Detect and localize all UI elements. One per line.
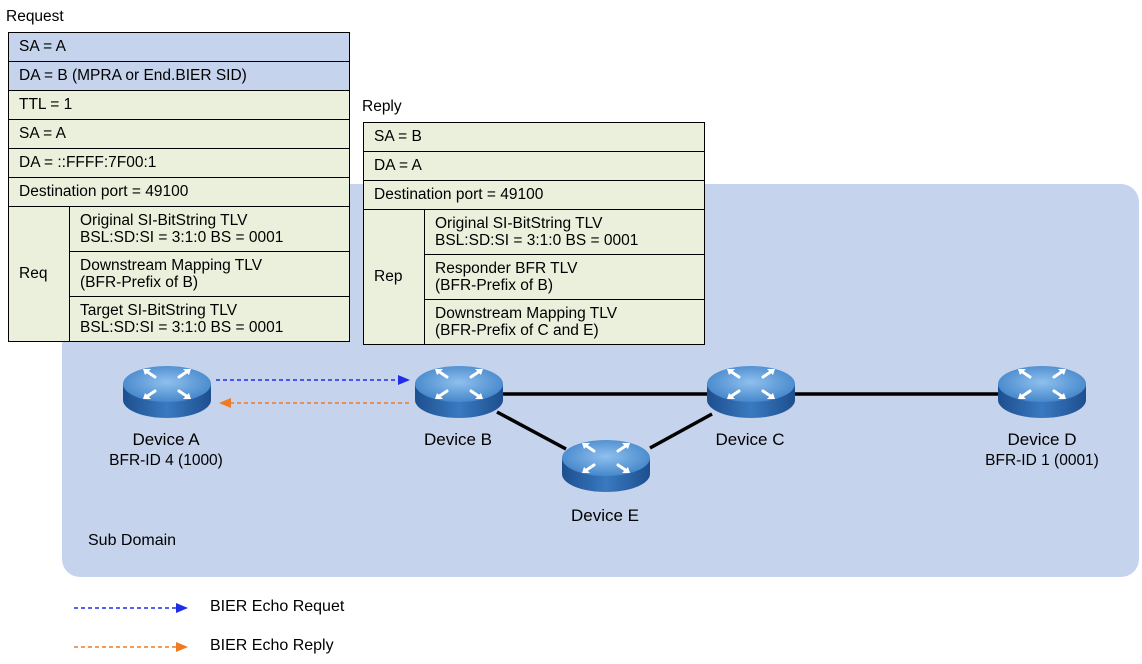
router-icon [705, 364, 797, 420]
reply-tlv: Original SI-BitString TLV BSL:SD:SI = 3:… [423, 209, 706, 255]
reply-row: Destination port = 49100 [362, 180, 706, 210]
tlv-name: Responder BFR TLV [435, 260, 578, 277]
tlv-detail: (BFR-Prefix of C and E) [435, 322, 599, 339]
tlv-name: Original SI-BitString TLV [435, 215, 603, 232]
tlv-detail: (BFR-Prefix of B) [435, 277, 553, 294]
request-title: Request [6, 8, 64, 25]
reply-title: Reply [362, 98, 402, 115]
request-row: SA = A [7, 32, 351, 62]
tlv-name: Downstream Mapping TLV [80, 257, 263, 274]
reply-tlv: Downstream Mapping TLV (BFR-Prefix of C … [423, 299, 706, 345]
request-row: TTL = 1 [7, 90, 351, 120]
reply-row: DA = A [362, 151, 706, 181]
router-icon [121, 364, 213, 420]
router-icon [413, 364, 505, 420]
sub-domain-label: Sub Domain [88, 532, 177, 549]
tlv-detail: BSL:SD:SI = 3:1:0 BS = 0001 [80, 319, 284, 336]
request-tlv: Target SI-BitString TLV BSL:SD:SI = 3:1:… [68, 296, 351, 342]
device-e-name: Device E [570, 506, 640, 525]
request-side-label: Req [8, 206, 70, 342]
device-c-name: Device C [715, 430, 785, 449]
legend-reply-label: BIER Echo Reply [210, 637, 334, 654]
request-tlv: Original SI-BitString TLV BSL:SD:SI = 3:… [68, 206, 351, 252]
request-packet: SA = A DA = B (MPRA or End.BIER SID) TTL… [7, 32, 351, 342]
reply-tlv: Responder BFR TLV (BFR-Prefix of B) [423, 254, 706, 300]
link-b-e [496, 410, 567, 451]
device-a-bfr-id: BFR-ID 4 (1000) [109, 452, 223, 469]
reply-row: SA = B [362, 122, 706, 152]
request-row: Destination port = 49100 [7, 177, 351, 207]
tlv-detail: BSL:SD:SI = 3:1:0 BS = 0001 [435, 232, 639, 249]
device-b-name: Device B [423, 430, 493, 449]
reply-packet: SA = B DA = A Destination port = 49100 R… [362, 122, 706, 345]
tlv-detail: BSL:SD:SI = 3:1:0 BS = 0001 [80, 229, 284, 246]
request-tlv: Downstream Mapping TLV (BFR-Prefix of B) [68, 251, 351, 297]
reply-arrow-head [219, 398, 231, 408]
router-icon [560, 438, 652, 494]
request-row: SA = A [7, 119, 351, 149]
legend-reply-arrowhead [176, 642, 188, 652]
tlv-name: Original SI-BitString TLV [80, 212, 248, 229]
legend-request-arrowhead [176, 603, 188, 613]
device-d-name: Device D [1007, 430, 1077, 449]
tlv-name: Target SI-BitString TLV [80, 302, 238, 319]
tlv-detail: (BFR-Prefix of B) [80, 274, 198, 291]
device-a-name: Device A [132, 430, 200, 449]
legend-request-label: BIER Echo Requet [210, 598, 345, 615]
router-icon [996, 364, 1088, 420]
reply-side-label: Rep [363, 209, 425, 345]
request-row: DA = B (MPRA or End.BIER SID) [7, 61, 351, 91]
request-row: DA = ::FFFF:7F00:1 [7, 148, 351, 178]
request-arrow-head [398, 375, 410, 385]
link-e-c [649, 412, 713, 450]
tlv-name: Downstream Mapping TLV [435, 305, 618, 322]
device-d-bfr-id: BFR-ID 1 (0001) [985, 452, 1099, 469]
